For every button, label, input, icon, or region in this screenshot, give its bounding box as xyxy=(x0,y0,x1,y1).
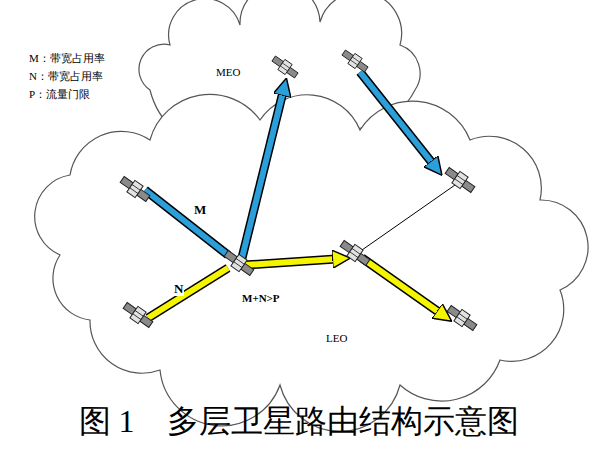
cloud-outline xyxy=(28,108,593,403)
cloud-shape xyxy=(35,94,588,431)
layer-label: LEO xyxy=(326,332,347,344)
legend-note: N：带宽占用率 xyxy=(28,70,104,82)
link-label: M xyxy=(193,203,207,217)
layer-label: MEO xyxy=(216,66,240,78)
meo-route-arrows xyxy=(145,72,433,258)
legend-note: M：带宽占用率 xyxy=(28,52,106,64)
link-line xyxy=(362,185,455,250)
link-label: N xyxy=(173,282,184,296)
legend-note: P：流量门限 xyxy=(28,88,91,100)
satellite-icons xyxy=(118,48,479,333)
leo-route-arrows xyxy=(148,258,440,318)
condition-label: M+N>P xyxy=(241,292,281,304)
figure-caption: 图 1 多层卫星路由结构示意图 xyxy=(79,404,519,439)
leo-cloud: LEO xyxy=(28,108,593,403)
